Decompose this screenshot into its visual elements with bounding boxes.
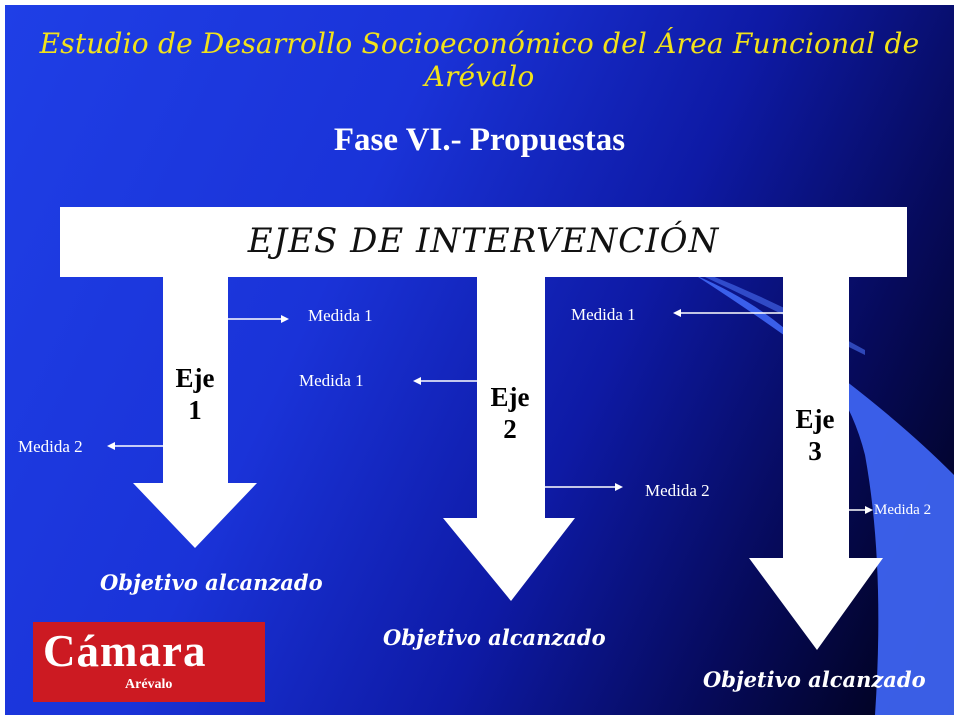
- eje-1-word: Eje: [175, 363, 215, 393]
- swoosh-shape: [695, 275, 954, 715]
- eje-1-objective: Objetivo alcanzado: [100, 570, 323, 595]
- eje-2-label: Eje 2: [475, 381, 545, 445]
- slide-subtitle: Fase VI.- Propuestas: [333, 122, 626, 158]
- eje-3-word: Eje: [795, 404, 835, 434]
- arrow-eje-1: [133, 273, 257, 548]
- eje-1-medida-1: Medida 1: [308, 306, 373, 325]
- eje-2-word: Eje: [490, 382, 530, 412]
- slide-decoration: [107, 273, 954, 715]
- slide-title: Estudio de Desarrollo Socioeconómico del…: [39, 27, 920, 93]
- slide: Estudio de Desarrollo Socioeconómico del…: [5, 5, 954, 715]
- eje-2-number: 2: [503, 414, 517, 444]
- eje-2-medida-1: Medida 1: [299, 371, 364, 390]
- eje-2-medida-2: Medida 2: [645, 481, 710, 500]
- camara-logo-sub: Arévalo: [125, 677, 173, 692]
- eje-3-objective: Objetivo alcanzado: [703, 667, 926, 692]
- eje-3-label: Eje 3: [780, 403, 850, 467]
- ejes-banner: [60, 207, 907, 277]
- eje-1-medida-2: Medida 2: [18, 437, 83, 456]
- camara-logo-word: Cámara: [43, 626, 207, 676]
- camara-logo: [33, 622, 265, 702]
- ejes-banner-label: EJES DE INTERVENCIÓN: [247, 221, 720, 261]
- eje-3-medida-1: Medida 1: [571, 305, 636, 324]
- eje-3-medida-2: Medida 2: [874, 502, 932, 518]
- arrow-eje-3: [749, 273, 883, 650]
- eje-2-objective: Objetivo alcanzado: [383, 625, 606, 650]
- eje-3-number: 3: [808, 436, 822, 466]
- eje-1-label: Eje 1: [160, 362, 230, 426]
- eje-1-number: 1: [188, 395, 202, 425]
- arrow-eje-2: [443, 273, 575, 601]
